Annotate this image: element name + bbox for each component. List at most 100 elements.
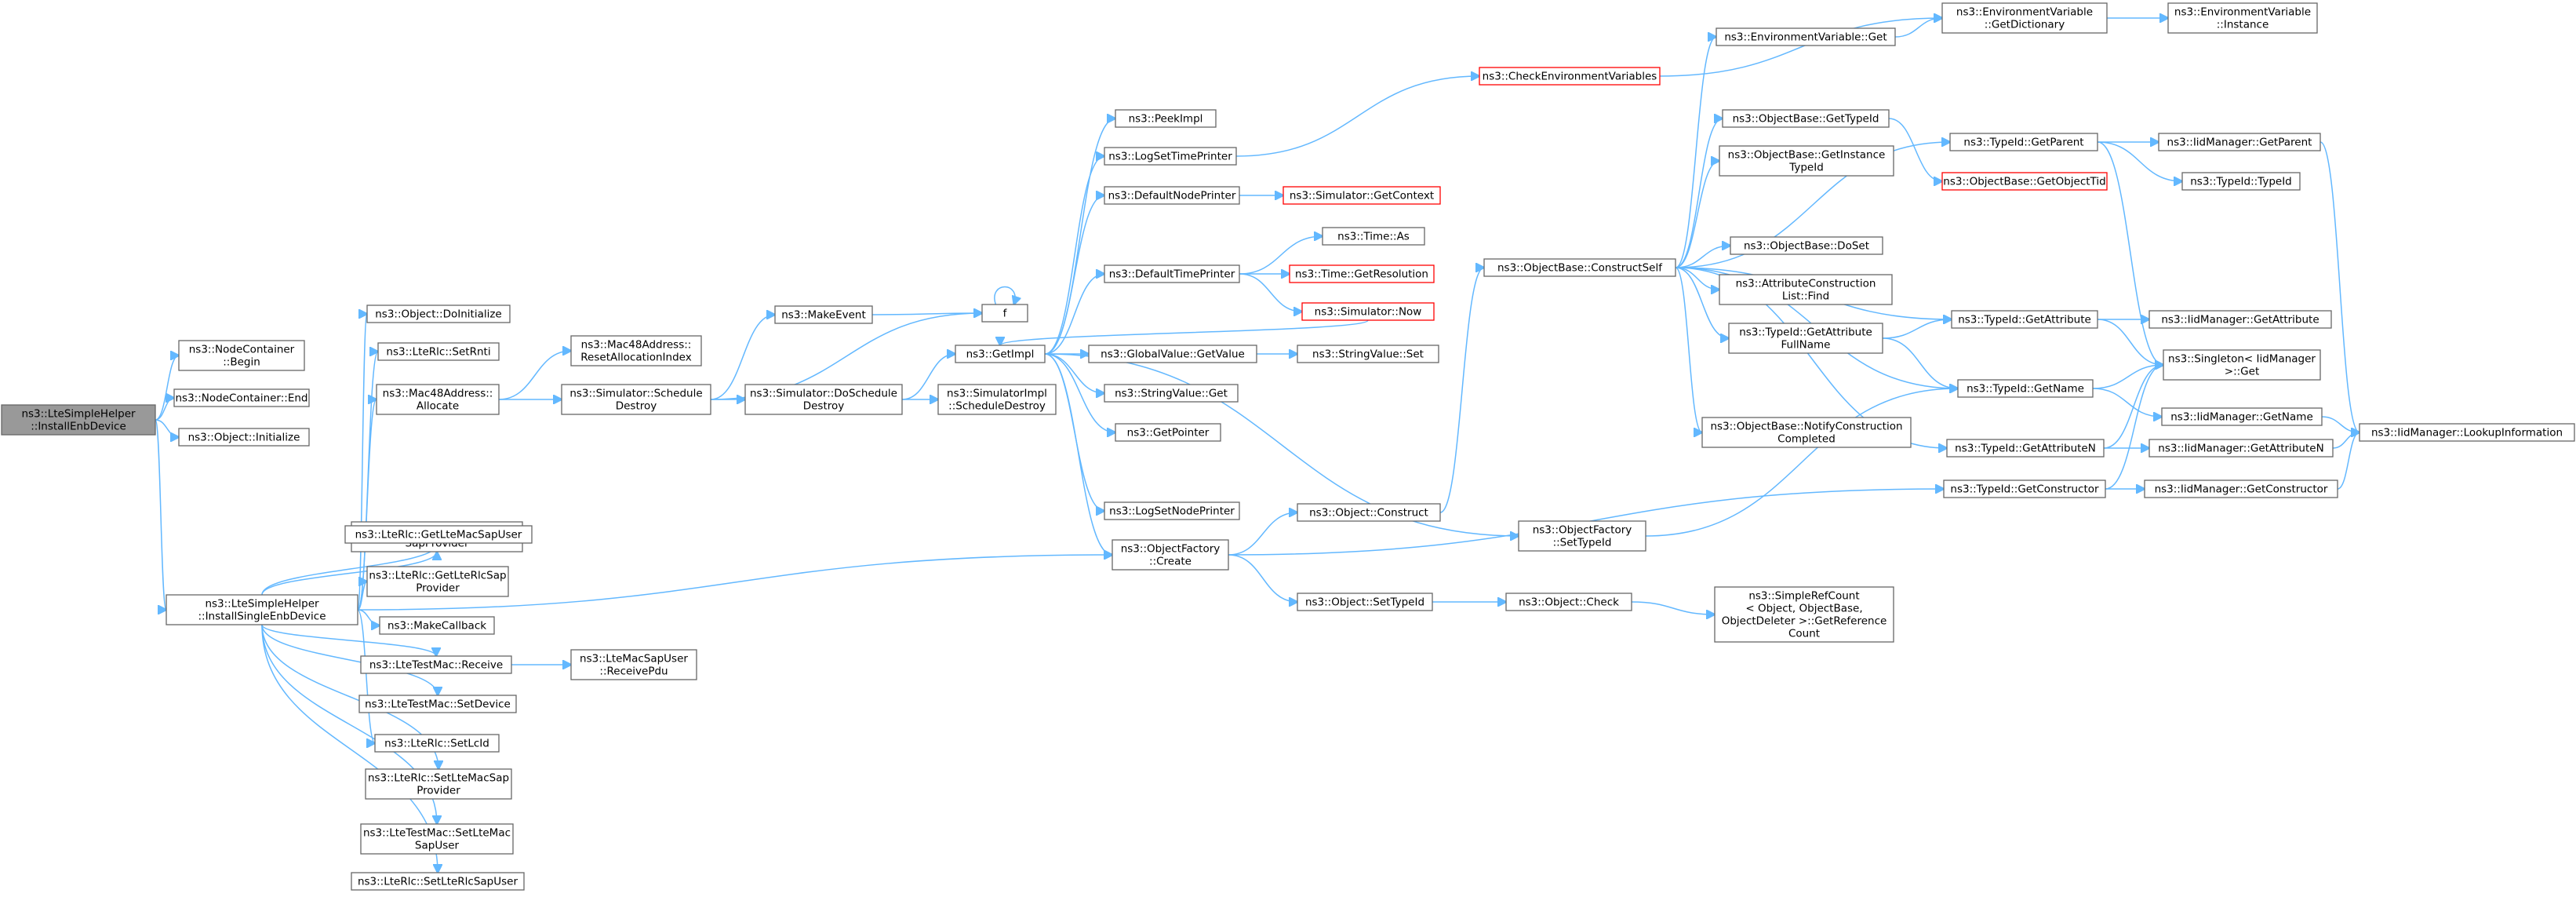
node-makeEvent[interactable]: ns3::MakeEvent	[774, 305, 873, 324]
node-iidGetAttr[interactable]: ns3::IidManager::GetAttribute	[2148, 310, 2332, 329]
node-envGetDict[interactable]: ns3::EnvironmentVariable::GetDictionary	[1941, 2, 2108, 34]
node-singletonGet[interactable]: ns3::Singleton< IidManager>::Get	[2163, 349, 2321, 381]
node-objCheck[interactable]: ns3::Object::Check	[1505, 593, 1632, 611]
node-obDoSet[interactable]: ns3::ObjectBase::DoSet	[1730, 236, 1883, 255]
node-setDevice[interactable]: ns3::LteTestMac::SetDevice	[358, 695, 517, 713]
node-resetAlloc[interactable]: ns3::Mac48Address::ResetAllocationIndex	[570, 335, 702, 366]
node-objSetTypeId[interactable]: ns3::Object::SetTypeId	[1297, 593, 1433, 611]
node-tidGetCons[interactable]: ns3::TypeId::GetConstructor	[1943, 479, 2106, 498]
node-label-line: Provider	[416, 582, 460, 595]
node-label-line: ::Create	[1149, 556, 1192, 568]
edge-ofCreate-to-objSetTypeId	[1228, 554, 1297, 602]
node-schedDestroy[interactable]: ns3::Simulator::ScheduleDestroy	[561, 384, 711, 415]
node-receivePdu[interactable]: ns3::LteMacSapUser::ReceivePdu	[570, 649, 697, 680]
node-simNow[interactable]: ns3::Simulator::Now	[1301, 302, 1435, 321]
node-receive[interactable]: ns3::LteTestMac::Receive	[360, 655, 512, 674]
node-timeAs[interactable]: ns3::Time::As	[1322, 227, 1425, 246]
node-label-line: ::InstallSingleEnbDevice	[198, 611, 326, 623]
node-envGet[interactable]: ns3::EnvironmentVariable::Get	[1716, 27, 1896, 46]
node-checkEnv[interactable]: ns3::CheckEnvironmentVariables	[1479, 67, 1661, 86]
node-logSetNode[interactable]: ns3::LogSetNodePrinter	[1104, 501, 1240, 520]
node-envInstance[interactable]: ns3::EnvironmentVariable::Instance	[2167, 2, 2318, 34]
node-ncEnd[interactable]: ns3::NodeContainer::End	[173, 388, 310, 407]
node-logSetTime[interactable]: ns3::LogSetTimePrinter	[1104, 147, 1237, 166]
node-box	[1946, 439, 2105, 458]
node-box	[1104, 501, 1240, 520]
node-macAlloc[interactable]: ns3::Mac48Address::Allocate	[376, 384, 500, 415]
edge-install1-to-setDevice	[261, 624, 438, 695]
node-setLcId[interactable]: ns3::LteRlc::SetLcId	[374, 734, 500, 753]
edge-makeEvent-to-f	[871, 313, 982, 315]
node-gvGetValue[interactable]: ns3::GlobalValue::GetValue	[1088, 345, 1257, 363]
node-label-line: < Object, ObjectBase,	[1745, 603, 1862, 615]
node-obNotify[interactable]: ns3::ObjectBase::NotifyConstructionCompl…	[1701, 417, 1912, 448]
node-iidGetName[interactable]: ns3::IidManager::GetName	[2161, 407, 2323, 426]
node-setRlcSapUser[interactable]: ns3::LteRlc::SetLteRlcSapUser	[351, 872, 525, 891]
node-f[interactable]: f	[981, 304, 1028, 323]
edge-install1-to-getMacSapProv	[261, 552, 437, 596]
edge-obGetTypeId-to-obGetObjTid	[1888, 118, 1942, 181]
node-timeGetRes[interactable]: ns3::Time::GetResolution	[1289, 264, 1435, 283]
node-box	[1719, 145, 1894, 177]
node-strValSet[interactable]: ns3::StringValue::Set	[1297, 345, 1439, 363]
node-defTime[interactable]: ns3::DefaultTimePrinter	[1104, 264, 1240, 283]
node-label-line: ns3::ObjectBase::GetInstance	[1728, 149, 1886, 162]
node-label-line: ns3::AttributeConstruction	[1736, 278, 1876, 290]
node-label-line: ns3::LteTestMac::Receive	[369, 659, 503, 672]
node-iidLookup[interactable]: ns3::IidManager::LookupInformation	[2359, 423, 2575, 442]
node-getImpl[interactable]: ns3::GetImpl	[955, 345, 1046, 363]
node-label-line: Destroy	[803, 400, 845, 413]
node-label-line: ns3::LteRlc::SetLteMacSap	[368, 772, 509, 785]
node-install1[interactable]: ns3::LteSimpleHelper::InstallSingleEnbDe…	[166, 594, 358, 625]
node-label-line: ns3::GetImpl	[966, 348, 1035, 361]
node-label-line: ns3::Simulator::Schedule	[569, 388, 702, 400]
node-defNode[interactable]: ns3::DefaultNodePrinter	[1104, 186, 1240, 205]
edge-getImpl-to-ofCreate	[1044, 353, 1112, 555]
node-root[interactable]: ns3::LteSimpleHelper::InstallEnbDevice	[1, 404, 156, 436]
node-iidGetAttrN[interactable]: ns3::IidManager::GetAttributeN	[2148, 439, 2334, 458]
node-label-line: ns3::TypeId::GetAttribute	[1958, 314, 2091, 326]
node-iidGetCons[interactable]: ns3::IidManager::GetConstructor	[2144, 479, 2338, 498]
edge-tidGetAttr-to-singletonGet	[2097, 319, 2163, 365]
node-label-line: ns3::GetPointer	[1127, 427, 1210, 439]
node-ofCreate[interactable]: ns3::ObjectFactory::Create	[1112, 539, 1229, 571]
node-tidTypeId[interactable]: ns3::TypeId::TypeId	[2181, 172, 2301, 191]
node-doInit[interactable]: ns3::Object::DoInitialize	[366, 304, 511, 323]
node-objConstruct[interactable]: ns3::Object::Construct	[1297, 503, 1441, 522]
node-label-line: Provider	[417, 785, 460, 797]
node-tidGetName[interactable]: ns3::TypeId::GetName	[1957, 379, 2094, 398]
node-getPointer[interactable]: ns3::GetPointer	[1115, 423, 1221, 442]
node-makeCb[interactable]: ns3::MakeCallback	[379, 616, 495, 635]
node-tidGetAttr[interactable]: ns3::TypeId::GetAttribute	[1951, 310, 2098, 329]
edge-tidGetAttrN-to-singletonGet	[2103, 365, 2163, 449]
node-peekImpl[interactable]: ns3::PeekImpl	[1115, 109, 1217, 128]
node-box	[2148, 439, 2334, 458]
node-obGetObjTid[interactable]: ns3::ObjectBase::GetObjectTid	[1941, 172, 2108, 191]
node-setRnti[interactable]: ns3::LteRlc::SetRnti	[377, 342, 500, 361]
node-strValGet[interactable]: ns3::StringValue::Get	[1104, 384, 1239, 403]
node-box	[1719, 274, 1893, 305]
node-getMacSapUser[interactable]: ns3::LteRlc::GetLteMacSapUser	[344, 525, 533, 544]
edge-obConstruct-to-obGetInst	[1675, 161, 1719, 268]
node-simpleRef[interactable]: ns3::SimpleRefCount< Object, ObjectBase,…	[1714, 586, 1894, 643]
node-ofSetTypeId[interactable]: ns3::ObjectFactory::SetTypeId	[1518, 520, 1646, 552]
node-obGetTypeId[interactable]: ns3::ObjectBase::GetTypeId	[1722, 109, 1890, 128]
node-label-line: ns3::LteRlc::SetRnti	[386, 346, 490, 359]
node-label-line: ns3::StringValue::Get	[1115, 388, 1228, 400]
node-ncBegin[interactable]: ns3::NodeContainer::Begin	[178, 340, 305, 371]
node-simGetCtx[interactable]: ns3::Simulator::GetContext	[1283, 186, 1441, 205]
node-obConstruct[interactable]: ns3::ObjectBase::ConstructSelf	[1483, 258, 1676, 277]
node-simImplSched[interactable]: ns3::SimulatorImpl::ScheduleDestroy	[937, 384, 1057, 415]
node-objInit[interactable]: ns3::Object::Initialize	[178, 428, 310, 447]
node-tidGetParent[interactable]: ns3::TypeId::GetParent	[1949, 133, 2098, 151]
node-box	[2167, 2, 2318, 34]
node-tidGetAttrN[interactable]: ns3::TypeId::GetAttributeN	[1946, 439, 2105, 458]
node-iidGetParent[interactable]: ns3::IidManager::GetParent	[2158, 133, 2321, 151]
